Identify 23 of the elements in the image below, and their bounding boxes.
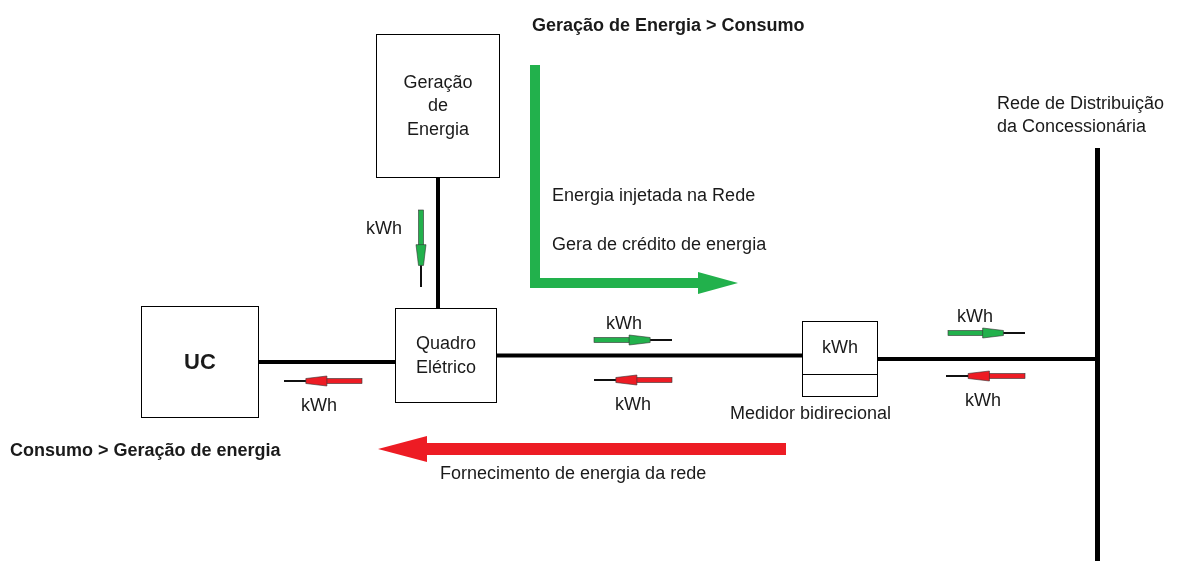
component-box xyxy=(376,34,500,178)
text-label: Energia injetada na Rede xyxy=(552,184,756,207)
box-label: kWh xyxy=(822,336,858,360)
connector-line xyxy=(878,357,1095,361)
box-label: UC xyxy=(184,348,216,376)
connector-line xyxy=(497,353,802,358)
heading-label: Geração de Energia > Consumo xyxy=(532,14,805,37)
text-label: Gera de crédito de energia xyxy=(552,233,767,256)
box-label: Geração de Energia xyxy=(402,70,474,141)
connector-line xyxy=(259,360,395,364)
heading-label: Consumo > Geração de energia xyxy=(10,439,281,462)
text-label: kWh xyxy=(957,305,993,328)
component-box xyxy=(395,308,497,403)
text-label: kWh xyxy=(615,393,651,416)
connector-line xyxy=(436,178,440,308)
text-label: kWh xyxy=(366,217,402,240)
text-label: Fornecimento de energia da rede xyxy=(440,462,707,485)
box-label: Quadro Elétrico xyxy=(414,332,477,379)
meter-box xyxy=(802,321,878,397)
text-label: kWh xyxy=(606,312,642,335)
component-box xyxy=(141,306,259,418)
text-label: kWh xyxy=(965,389,1001,412)
text-label: kWh xyxy=(301,394,337,417)
